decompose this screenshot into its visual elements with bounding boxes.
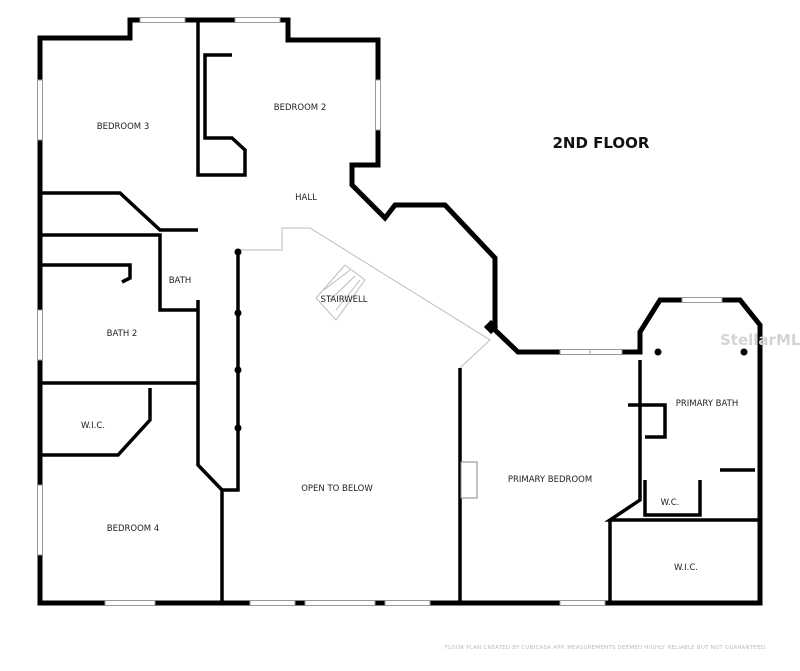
fireplace: [460, 461, 478, 499]
room-label-bedroom2: BEDROOM 2: [274, 103, 326, 113]
room-label-bedroom4: BEDROOM 4: [107, 524, 159, 534]
room-label-wic-right: W.I.C.: [674, 563, 698, 573]
room-label-wc: W.C.: [661, 498, 680, 508]
interior-walls: [40, 20, 760, 603]
room-label-wic-left: W.I.C.: [81, 421, 105, 431]
room-label-stairwell: STAIRWELL: [320, 295, 367, 305]
room-label-primary-bedroom: PRIMARY BEDROOM: [508, 475, 592, 485]
stair-outline: [238, 227, 491, 369]
room-label-primary-bath: PRIMARY BATH: [676, 399, 739, 409]
room-label-bedroom3: BEDROOM 3: [97, 122, 149, 132]
watermark: StellarMLS: [720, 331, 800, 349]
floor-title: 2ND FLOOR: [553, 134, 650, 152]
windows: [37, 17, 723, 606]
room-label-open-to-below: OPEN TO BELOW: [301, 484, 373, 494]
railing-posts: [234, 248, 748, 432]
footer-note: FLOOR PLAN CREATED BY CUBICASA APP. MEAS…: [445, 645, 767, 651]
room-label-bath: BATH: [169, 276, 192, 286]
room-label-bath2: BATH 2: [107, 329, 138, 339]
room-label-hall: HALL: [295, 193, 317, 203]
